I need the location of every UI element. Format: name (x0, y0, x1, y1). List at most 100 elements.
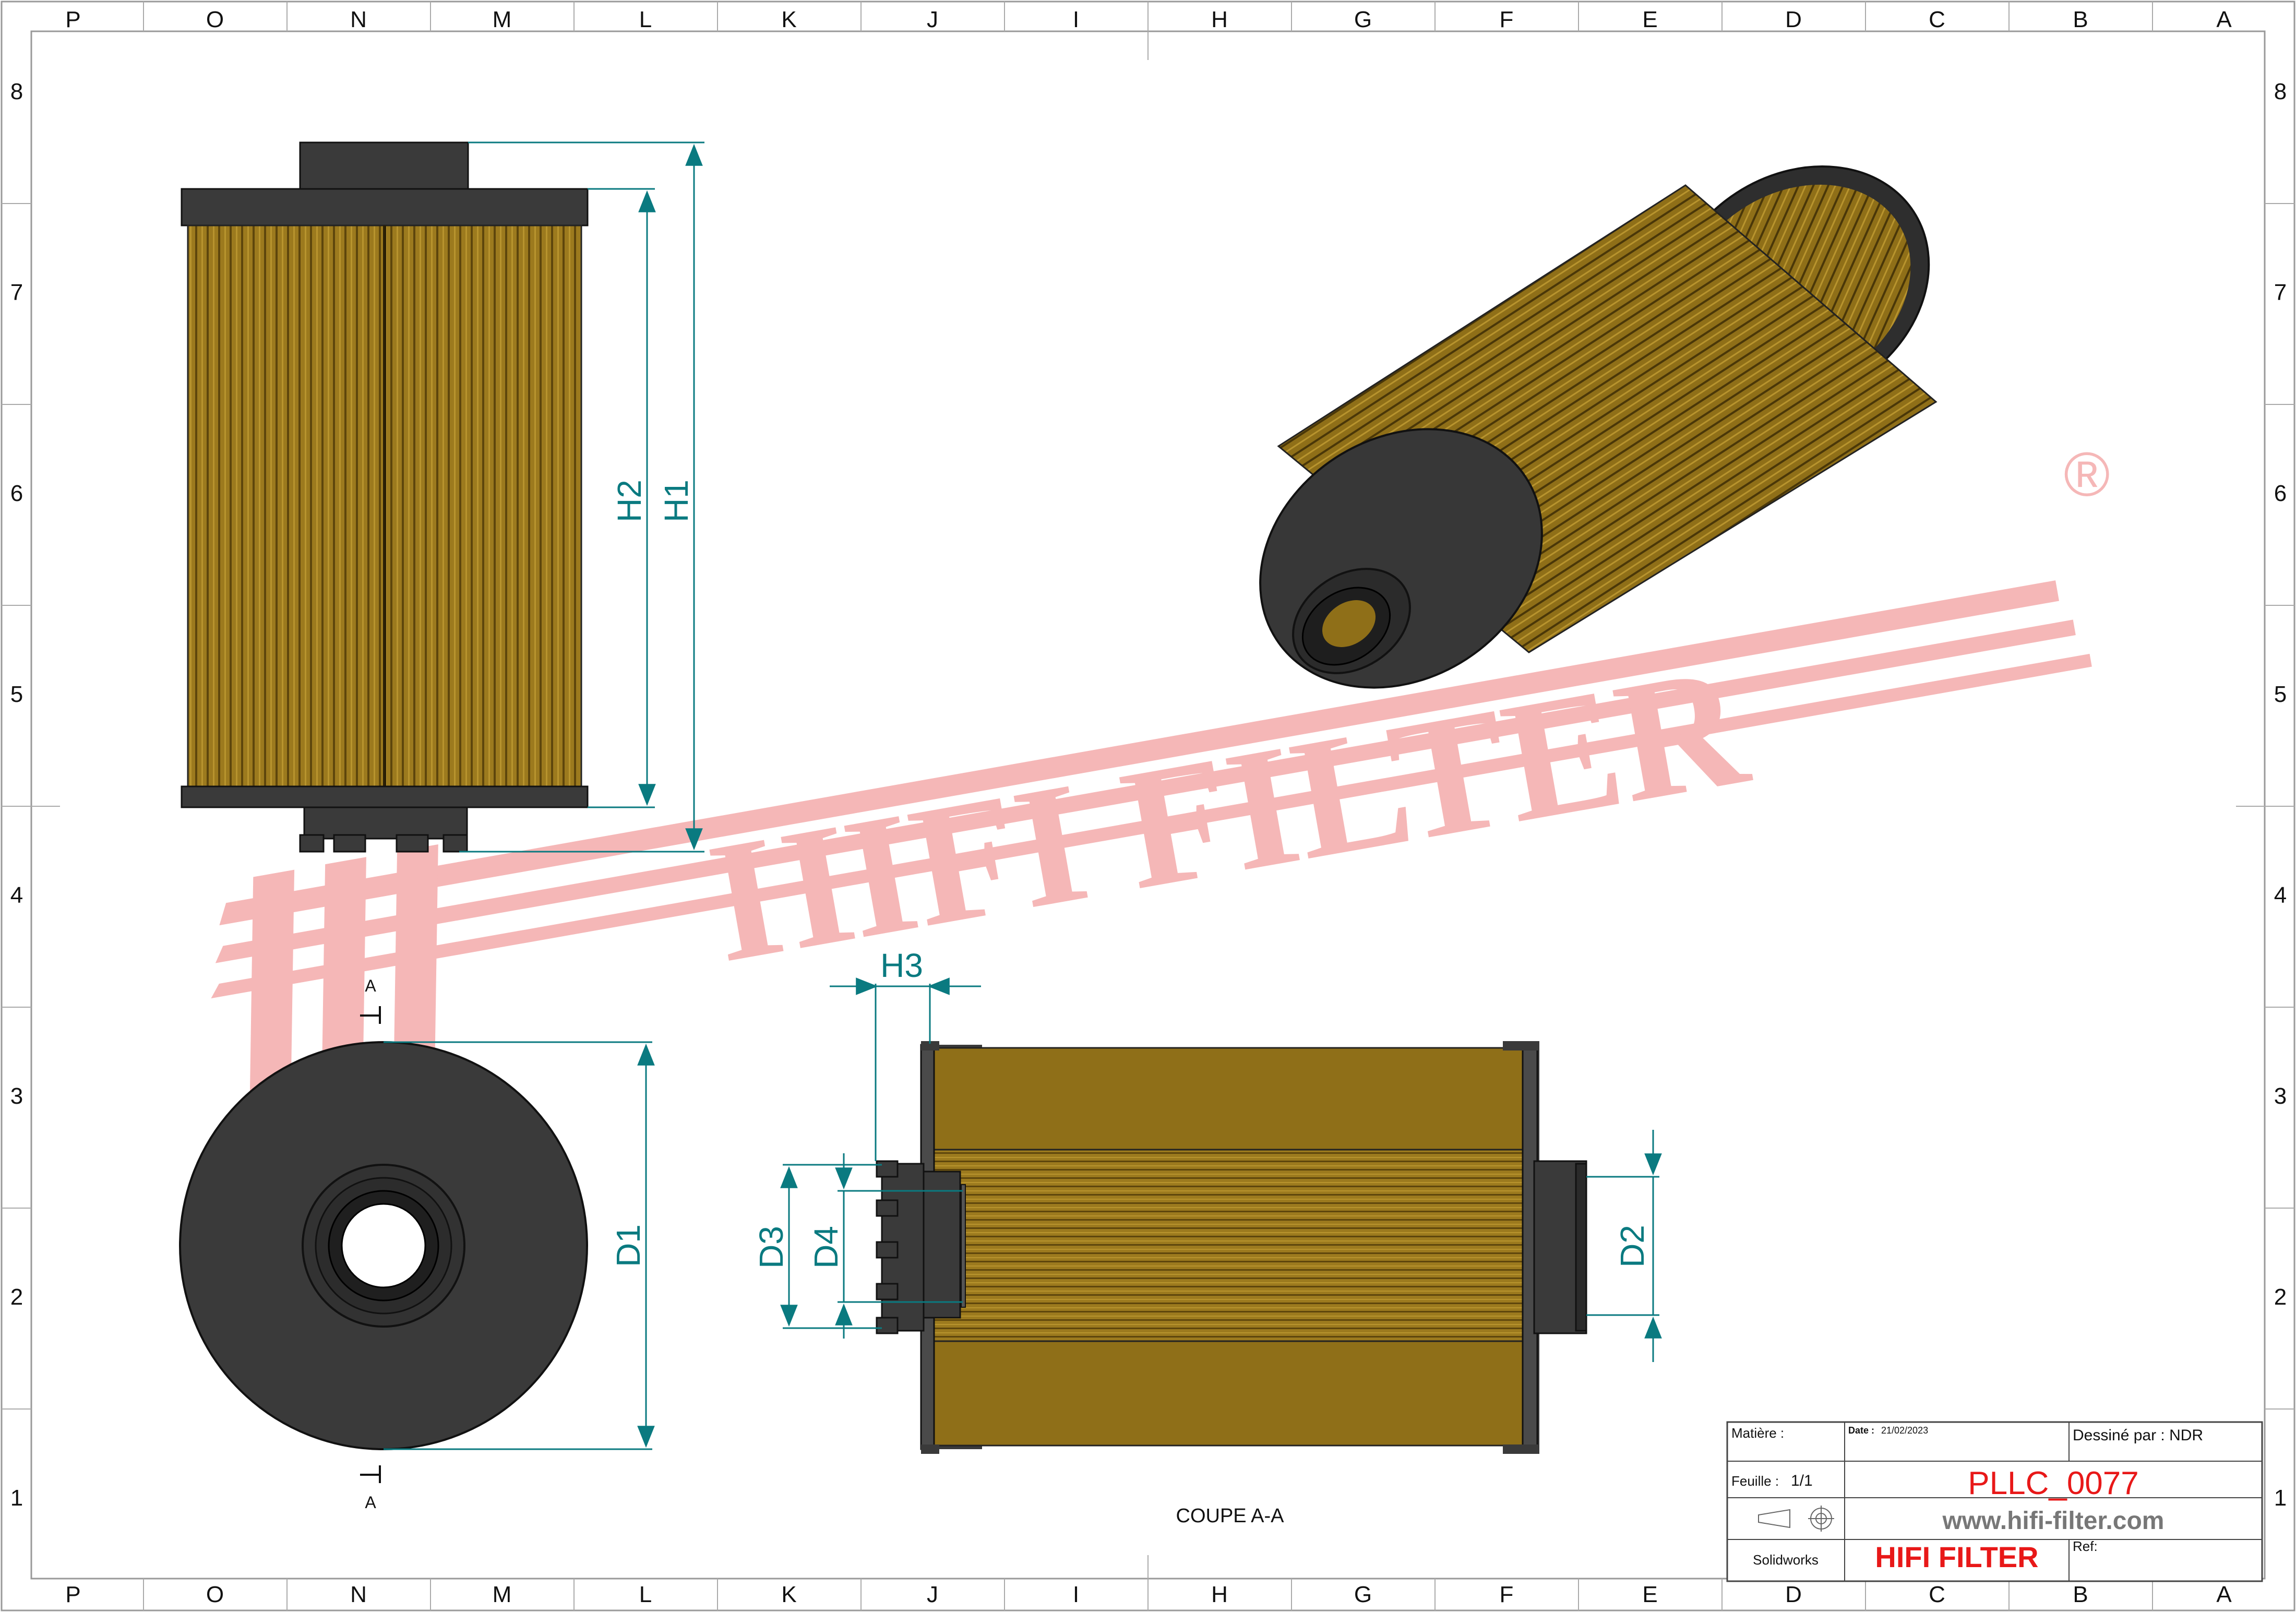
grid-col-label: G (1354, 1582, 1372, 1607)
tb-sheet-label: Feuille : (1731, 1473, 1779, 1489)
grid-row-label: 2 (10, 1284, 23, 1310)
grid-col-label: B (2073, 7, 2088, 32)
end-view (179, 1041, 588, 1450)
dim-h3 (830, 977, 981, 1161)
grid-col-label: F (1500, 1582, 1514, 1607)
grid-row-labels-right: 8 7 6 5 4 3 2 1 (2274, 79, 2287, 1511)
section-media-upper (932, 1047, 1524, 1151)
tb-matiere-label: Matière : (1731, 1425, 1784, 1441)
top-end-cap (181, 188, 589, 226)
grid-col-label: D (1785, 1582, 1802, 1607)
front-view (181, 141, 589, 853)
dim-d1-label: D1 (609, 1224, 647, 1267)
grid-row-label: 2 (2274, 1284, 2287, 1310)
grid-col-label: A (2216, 1582, 2232, 1607)
section-marker-bottom (360, 1465, 381, 1483)
top-outlet-boss (299, 141, 469, 190)
grid-col-label: G (1354, 7, 1372, 32)
grid-row-label: 1 (10, 1485, 23, 1511)
section-media-lower (932, 1340, 1524, 1447)
grid-column-labels-top: P O N M L K J I H G F E D C B A (65, 7, 2232, 32)
grid-col-label: O (206, 7, 224, 32)
bottom-clips (299, 806, 468, 853)
tb-date-label: Date : (1848, 1425, 1874, 1436)
grid-row-label: 8 (2274, 79, 2287, 104)
grid-col-label: P (65, 7, 80, 32)
tb-brand: HIFI FILTER (1875, 1541, 2038, 1573)
grid-col-label: O (206, 1582, 224, 1607)
dim-d4-label: D4 (807, 1226, 845, 1269)
grid-row-label: 4 (2274, 882, 2287, 908)
dim-h2-label: H2 (611, 480, 648, 522)
section-media-core (932, 1149, 1524, 1342)
grid-col-label: K (781, 7, 796, 32)
grid-col-label: N (350, 7, 367, 32)
grid-col-label: B (2073, 1582, 2088, 1607)
grid-row-label: 6 (10, 481, 23, 506)
watermark-text: HIFI FILTER (700, 629, 1761, 998)
dim-d3-label: D3 (752, 1226, 790, 1269)
dim-h1 (459, 141, 704, 853)
grid-col-label: E (1642, 7, 1657, 32)
grid-col-label: L (639, 1582, 652, 1607)
tb-sheet-value: 1/1 (1791, 1472, 1813, 1489)
grid-col-label: H (1211, 1582, 1228, 1607)
section-marker-top (360, 1006, 381, 1024)
grid-row-label: 3 (10, 1083, 23, 1109)
grid-row-label: 6 (2274, 481, 2287, 506)
section-caption: COUPE A-A (1176, 1505, 1285, 1527)
grid-col-label: P (65, 1582, 80, 1607)
grid-col-label: F (1500, 7, 1514, 32)
grid-col-label: K (781, 1582, 796, 1607)
tb-software: Solidworks (1753, 1552, 1819, 1568)
tb-date-value: 21/02/2023 (1881, 1425, 1928, 1436)
grid-column-labels-bottom: P O N M L K J I H G F E D C B A (65, 1582, 2232, 1607)
grid-row-labels-left: 8 7 6 5 4 3 2 1 (10, 79, 23, 1511)
outlet-bore (341, 1203, 426, 1288)
dim-d2 (1586, 1130, 1662, 1362)
grid-row-label: 5 (10, 682, 23, 707)
grid-col-label: I (1073, 7, 1079, 32)
section-view (876, 1041, 1587, 1454)
tb-drawn-by: Dessiné par : NDR (2073, 1427, 2203, 1444)
projection-symbol-icon (1758, 1506, 1834, 1532)
watermark-registered-mark: ® (2064, 439, 2110, 509)
grid-row-label: 7 (10, 280, 23, 305)
grid-col-label: L (639, 7, 652, 32)
grid-row-label: 7 (2274, 280, 2287, 305)
dim-h2 (588, 188, 656, 808)
grid-col-label: M (493, 7, 512, 32)
dim-d1 (384, 1041, 655, 1450)
grid-col-label: C (1929, 1582, 1945, 1607)
grid-col-label: D (1785, 7, 1802, 32)
grid-col-label: I (1073, 1582, 1079, 1607)
grid-row-label: 4 (10, 882, 23, 908)
dim-d4 (835, 1153, 963, 1339)
grid-col-label: A (2216, 7, 2232, 32)
dim-h3-label: H3 (880, 947, 923, 984)
grid-row-label: 5 (2274, 682, 2287, 707)
grid-col-label: N (350, 1582, 367, 1607)
section-outlet-boss (1533, 1160, 1587, 1334)
dim-d3 (780, 1164, 882, 1329)
dim-h1-label: H1 (657, 480, 695, 522)
grid-col-label: M (493, 1582, 512, 1607)
bottom-end-cap (181, 785, 589, 808)
title-block: Matière : Date : 21/02/2023 Dessiné par … (1726, 1421, 2263, 1582)
grid-col-label: E (1642, 1582, 1657, 1607)
isometric-view (1259, 165, 1938, 689)
grid-row-label: 3 (2274, 1083, 2287, 1109)
grid-col-label: H (1211, 7, 1228, 32)
grid-col-label: J (927, 1582, 938, 1607)
tb-part-number: PLLC_0077 (1968, 1465, 2139, 1501)
grid-row-label: 8 (10, 79, 23, 104)
tb-ref-label: Ref: (2073, 1538, 2098, 1554)
grid-col-label: J (927, 7, 938, 32)
grid-row-label: 1 (2274, 1485, 2287, 1511)
dim-d2-label: D2 (1613, 1225, 1651, 1268)
section-marker-bottom-label: A (365, 1493, 376, 1512)
grid-col-label: C (1929, 7, 1945, 32)
tb-website: www.hifi-filter.com (1942, 1507, 2165, 1535)
